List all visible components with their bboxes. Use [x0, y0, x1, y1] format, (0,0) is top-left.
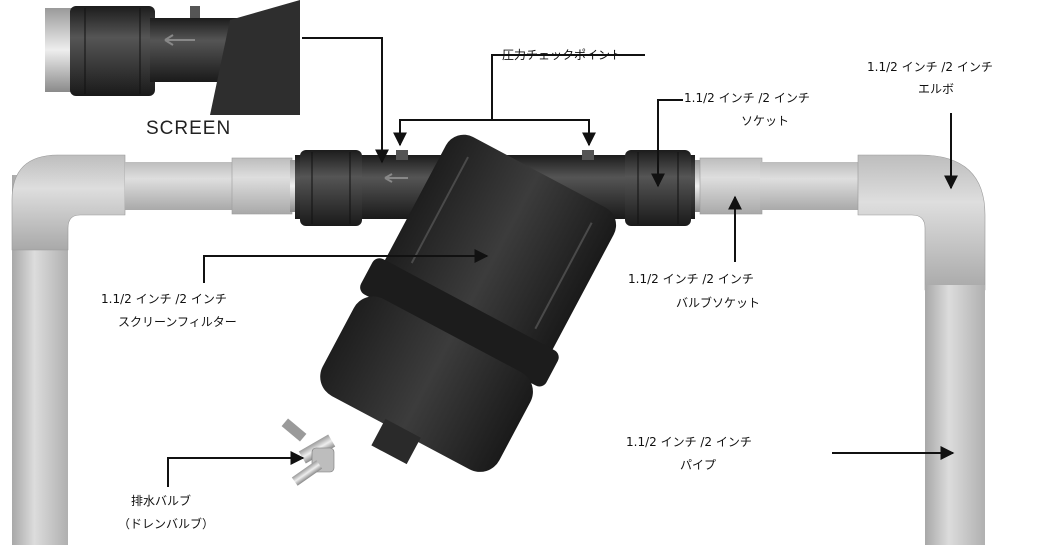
drain-outlet	[371, 418, 421, 465]
screen-filter	[281, 134, 695, 486]
label-elbow-name: エルボ	[918, 82, 955, 96]
label-socket-size: 1.1/2 インチ /2 インチ	[684, 91, 810, 105]
label-screen-filter-size: 1.1/2 インチ /2 インチ	[101, 292, 227, 306]
screen-caption: SCREEN	[146, 118, 232, 139]
leader-screen	[302, 37, 389, 164]
label-pipe-name: パイプ	[680, 458, 717, 472]
left-horizontal-pipe	[125, 162, 235, 210]
inset-union-nut	[70, 6, 155, 96]
pressure-port-right	[582, 150, 594, 160]
leader-lines	[167, 37, 958, 487]
right-elbow	[857, 154, 986, 291]
leader-screen-filter	[203, 249, 489, 283]
left-union-nut	[300, 150, 362, 226]
flow-direction-icon	[384, 173, 408, 183]
label-drain-valve-line2: （ドレンバルブ）	[118, 517, 215, 531]
left-valve-socket	[231, 157, 293, 215]
inset-bowl-edge	[210, 0, 300, 115]
label-valve-socket-name: バルブソケット	[676, 296, 761, 310]
drain-valve	[281, 418, 336, 486]
right-horizontal-pipe	[760, 162, 860, 210]
label-drain-valve-line1: 排水バルブ	[131, 494, 192, 508]
label-screen-filter-name: スクリーンフィルター	[118, 315, 237, 329]
label-valve-socket-size: 1.1/2 インチ /2 インチ	[628, 272, 754, 286]
label-elbow-size: 1.1/2 インチ /2 インチ	[867, 60, 993, 74]
filter-lower-bowl	[320, 296, 533, 472]
label-pressure-check-point: 圧力チェックポイント	[502, 48, 623, 62]
left-elbow	[11, 154, 126, 251]
filter-bowl	[320, 134, 617, 472]
pipe-frame	[11, 154, 986, 545]
leader-socket	[651, 99, 683, 188]
pressure-port-left	[396, 150, 408, 160]
leader-pressure-stem	[491, 54, 645, 120]
right-union-nut	[625, 150, 691, 226]
right-valve-socket	[699, 157, 763, 215]
label-pipe-size: 1.1/2 インチ /2 インチ	[626, 435, 752, 449]
screen-inset	[40, 0, 300, 115]
leader-pressure-bracket	[399, 119, 590, 143]
right-vertical-pipe	[925, 285, 985, 545]
leader-drain-valve	[167, 451, 305, 487]
filter-clamp-ring	[360, 258, 559, 387]
label-socket-name: ソケット	[741, 114, 790, 128]
